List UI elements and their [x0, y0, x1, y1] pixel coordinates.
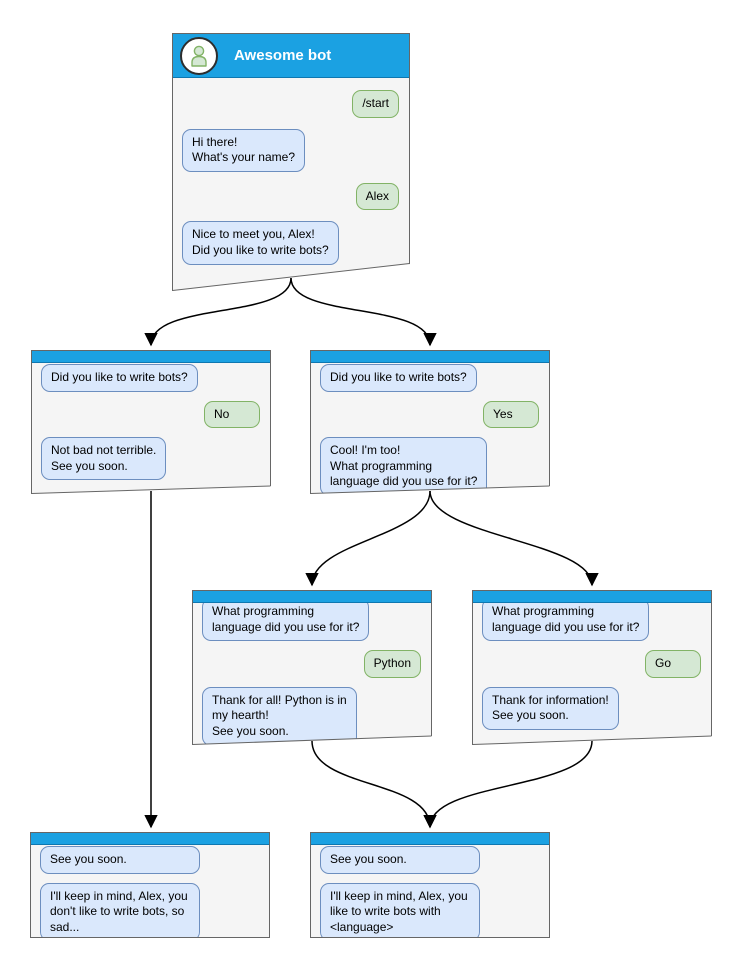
- chat-window-python-branch: What programming language did you use fo…: [192, 590, 432, 745]
- bot-message-bubble: Cool! I'm too! What programming language…: [320, 437, 487, 494]
- bot-message-bubble: I'll keep in mind, Alex, you don't like …: [40, 882, 200, 937]
- bot-message-bubble: What programming language did you use fo…: [482, 598, 649, 641]
- chat-window-titlebar: [311, 833, 549, 845]
- chat-window-titlebar: [32, 351, 270, 363]
- chat-window-titlebar: [193, 591, 431, 603]
- bot-message-bubble: Did you like to write bots?: [320, 364, 477, 392]
- chat-window-end-no: See you soon. I'll keep in mind, Alex, y…: [30, 832, 270, 938]
- edge-start-to-yes-branch: [290, 277, 437, 347]
- edge-yes-branch-to-go: [429, 490, 599, 587]
- chat-window-end-yes: See you soon. I'll keep in mind, Alex, y…: [310, 832, 550, 938]
- bot-avatar-icon: [180, 37, 218, 75]
- bot-message-bubble: Thank for all! Python is in my hearth! S…: [202, 687, 357, 745]
- chat-window-titlebar: [473, 591, 711, 603]
- user-message-bubble: Python: [364, 650, 421, 678]
- edge-go-to-end-yes: [423, 740, 593, 829]
- bot-message-bubble: See you soon.: [320, 846, 480, 874]
- chat-window-go-branch: What programming language did you use fo…: [472, 590, 712, 745]
- bot-message-bubble: See you soon.: [40, 846, 200, 874]
- bot-message-bubble: Hi there! What's your name?: [182, 129, 305, 172]
- chat-window-titlebar: [31, 833, 269, 845]
- user-message-bubble: Yes: [483, 401, 539, 429]
- chat-window-titlebar: [311, 351, 549, 363]
- user-message-bubble: Alex: [356, 183, 399, 211]
- bot-message-bubble: What programming language did you use fo…: [202, 598, 369, 641]
- bot-message-bubble: Nice to meet you, Alex! Did you like to …: [182, 221, 339, 264]
- bot-message-bubble: Did you like to write bots?: [41, 364, 198, 392]
- user-message-bubble: /start: [352, 90, 399, 118]
- chat-window-no-branch: Did you like to write bots? No Not bad n…: [31, 350, 271, 494]
- edge-python-to-end-yes: [311, 740, 437, 829]
- bot-message-bubble: Not bad not terrible. See you soon.: [41, 437, 166, 480]
- user-message-bubble: No: [204, 401, 260, 429]
- user-message-bubble: Go: [645, 650, 701, 678]
- chat-window-yes-branch: Did you like to write bots? Yes Cool! I'…: [310, 350, 550, 494]
- bot-name-title: Awesome bot: [234, 47, 332, 64]
- bot-message-bubble: I'll keep in mind, Alex, you like to wri…: [320, 882, 480, 937]
- chat-window-start: Awesome bot /start Hi there! What's your…: [172, 33, 410, 291]
- bot-message-bubble: Thank for information! See you soon.: [482, 687, 619, 730]
- edge-yes-branch-to-python: [305, 490, 431, 587]
- chat-window-titlebar: Awesome bot: [173, 34, 409, 78]
